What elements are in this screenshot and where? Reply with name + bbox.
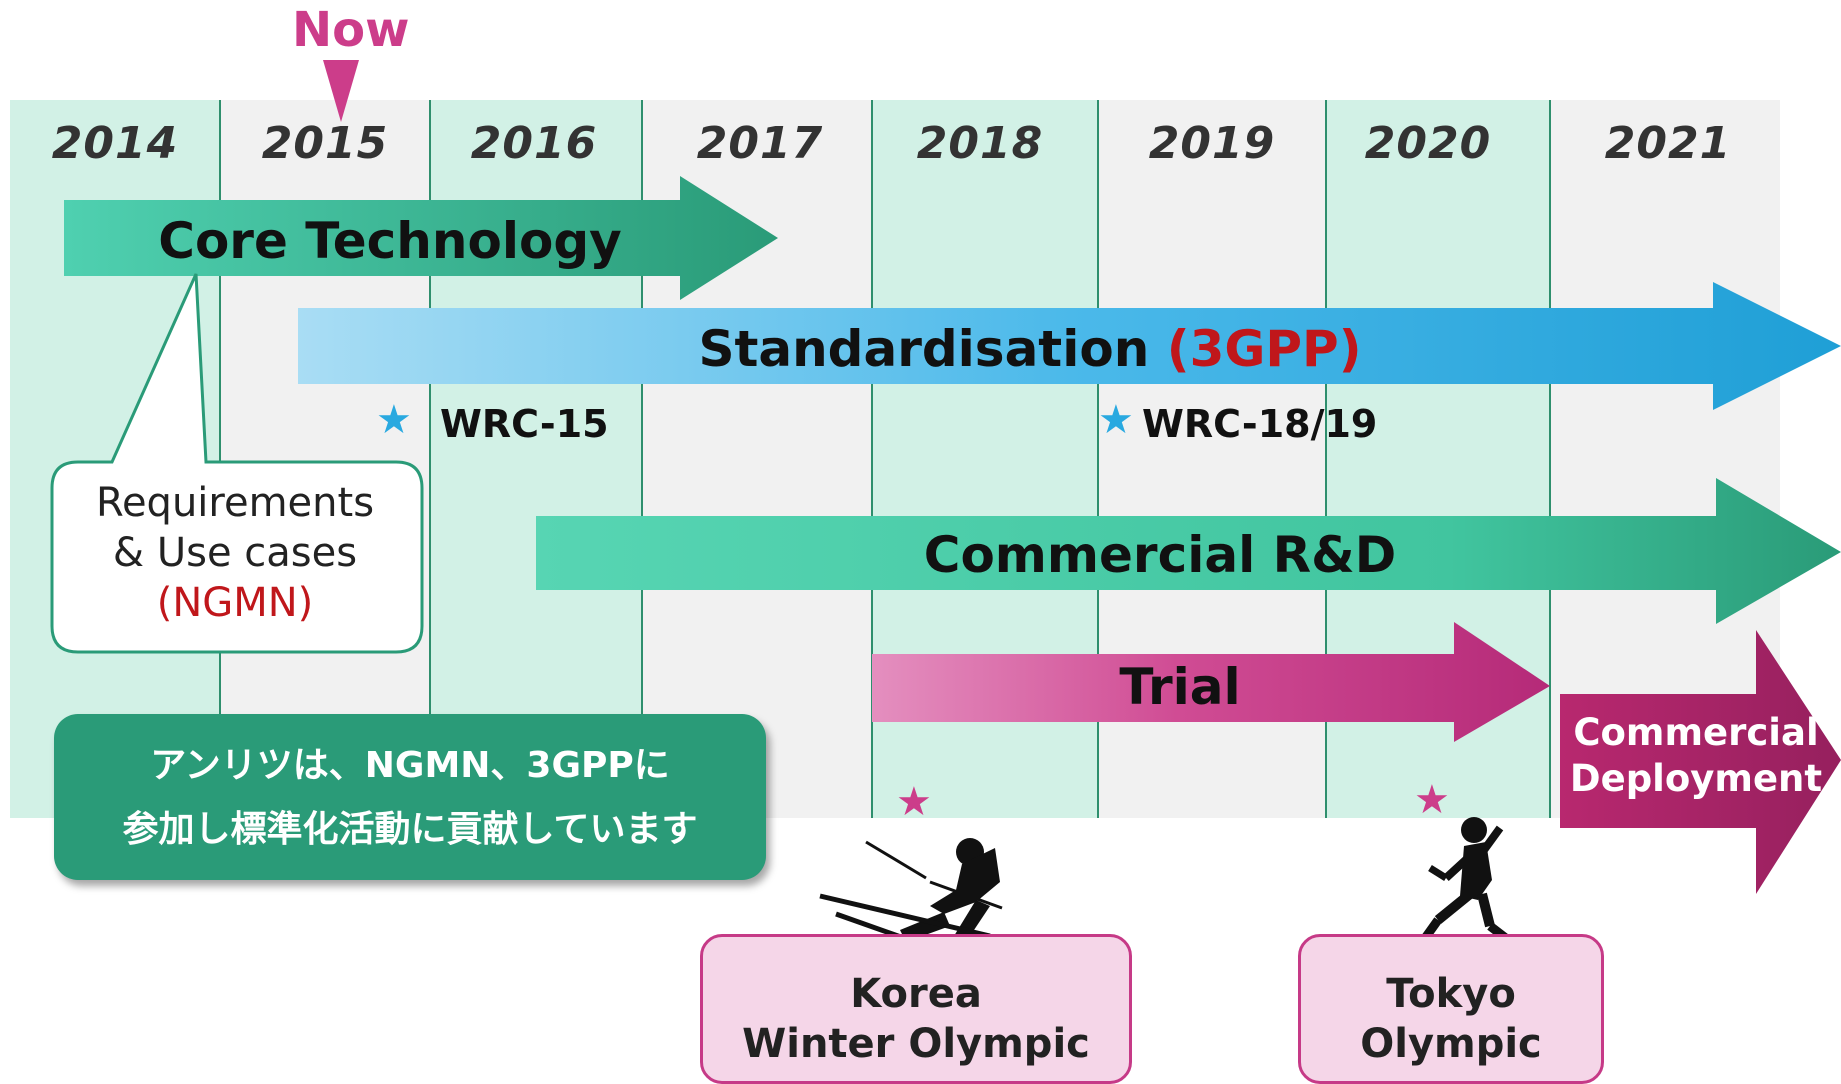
callout-ngmn: (NGMN) bbox=[156, 580, 314, 626]
standardisation-main-text: Standardisation bbox=[698, 320, 1150, 378]
event-line: Winter Olympic bbox=[742, 1021, 1090, 1067]
commercial-deployment-line2: Deployment bbox=[1569, 757, 1823, 800]
anritsu-note-line: 参加し標準化活動に貢献しています bbox=[122, 809, 698, 850]
year-label: 2021 bbox=[1604, 118, 1732, 169]
event-line: Korea bbox=[850, 971, 982, 1017]
divider bbox=[871, 100, 873, 818]
event-line: Olympic bbox=[1360, 1021, 1542, 1067]
year-label: 2019 bbox=[1148, 118, 1276, 169]
now-marker-icon bbox=[323, 60, 359, 122]
blue-star-icon: ★ bbox=[376, 397, 412, 443]
core-technology-arrow bbox=[64, 176, 778, 300]
divider bbox=[429, 100, 431, 818]
tokyo-olympic-box: Tokyo Olympic bbox=[1298, 934, 1604, 1084]
requirements-callout-text: Requirements & Use cases (NGMN) bbox=[55, 478, 415, 628]
standardisation-3gpp-text: (3GPP) bbox=[1166, 320, 1362, 378]
pink-star-icon: ★ bbox=[896, 779, 932, 825]
year-label: 2015 bbox=[261, 118, 389, 169]
commercial-rnd-arrow bbox=[536, 478, 1841, 624]
callout-line: & Use cases bbox=[112, 530, 358, 576]
commercial-deployment-label: Commercial Deployment bbox=[1566, 710, 1826, 802]
standardisation-arrow bbox=[298, 282, 1841, 410]
divider bbox=[1097, 100, 1099, 818]
year-label: 2016 bbox=[470, 118, 598, 169]
year-label: 2018 bbox=[916, 118, 1044, 169]
commercial-deployment-line1: Commercial bbox=[1573, 711, 1819, 754]
divider bbox=[1549, 100, 1551, 818]
requirements-callout-bubble bbox=[50, 273, 424, 654]
trial-label: Trial bbox=[1119, 658, 1241, 716]
commercial-deployment-arrow bbox=[1560, 630, 1841, 894]
pink-star-icon: ★ bbox=[1414, 777, 1450, 823]
wrc15-label: WRC-15 bbox=[440, 402, 609, 446]
skier-silhouette-icon bbox=[819, 838, 1003, 963]
year-label: 2017 bbox=[696, 118, 824, 169]
divider bbox=[641, 100, 643, 818]
divider bbox=[1325, 100, 1327, 818]
korea-winter-olympic-box: Korea Winter Olympic bbox=[700, 934, 1132, 1084]
wrc1819-label: WRC-18/19 bbox=[1142, 402, 1378, 446]
standardisation-label: Standardisation (3GPP) bbox=[690, 320, 1370, 378]
commercial-rnd-label: Commercial R&D bbox=[923, 526, 1397, 584]
anritsu-note-box: アンリツは、NGMN、3GPPに 参加し標準化活動に貢献しています bbox=[54, 714, 766, 880]
now-label: Now bbox=[292, 2, 410, 58]
divider bbox=[219, 100, 221, 818]
event-line: Tokyo bbox=[1386, 971, 1516, 1017]
year-label: 2014 bbox=[51, 118, 179, 169]
runner-silhouette-icon bbox=[1414, 817, 1519, 951]
callout-line: Requirements bbox=[95, 480, 375, 526]
trial-arrow bbox=[872, 622, 1550, 742]
anritsu-note-line: アンリツは、NGMN、3GPPに bbox=[150, 745, 670, 786]
blue-star-icon: ★ bbox=[1098, 397, 1134, 443]
core-technology-label: Core Technology bbox=[158, 212, 622, 270]
year-label: 2020 bbox=[1364, 118, 1492, 169]
